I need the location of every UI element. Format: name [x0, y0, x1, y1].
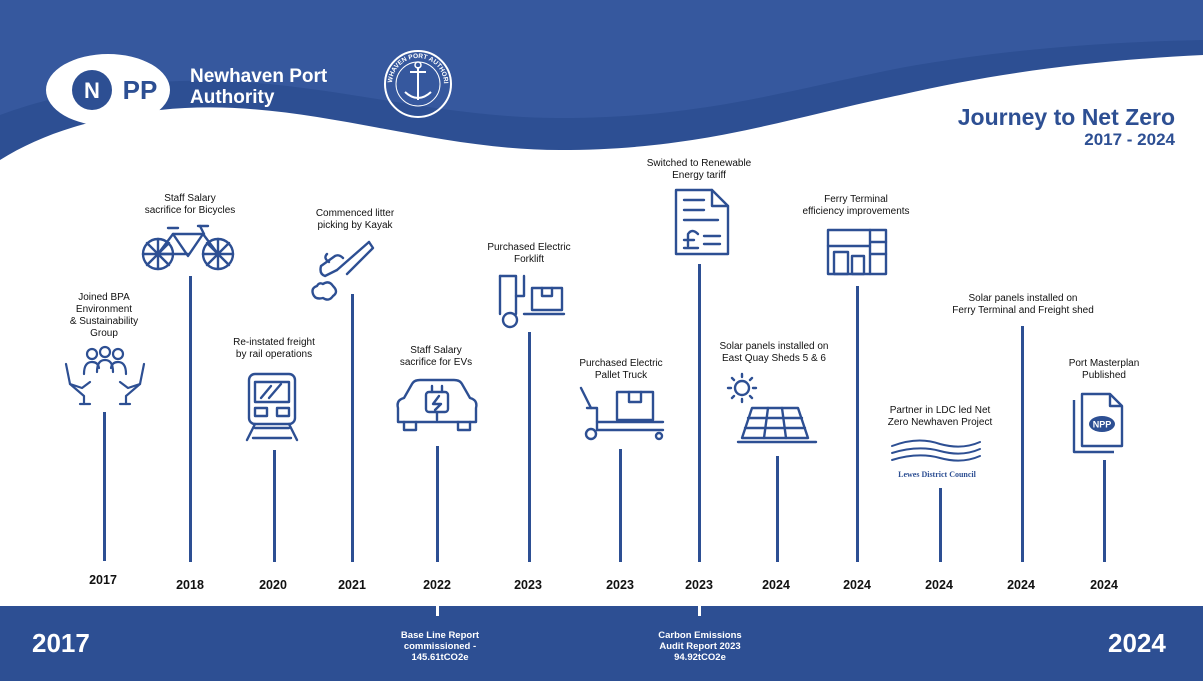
pallet-truck-icon — [579, 386, 665, 441]
milestone-stem — [619, 449, 622, 562]
page-subtitle: 2017 - 2024 — [1084, 130, 1175, 149]
brand-name: Newhaven Port Authority — [190, 66, 327, 108]
header-wave-background: N PP NEWHAVEN PORT AUTHORITY — [0, 0, 1203, 160]
milestone-year: 2024 — [762, 578, 790, 592]
start-year: 2017 — [32, 628, 90, 658]
svg-text:N: N — [84, 78, 100, 103]
end-year: 2024 — [1108, 628, 1166, 658]
milestone-year: 2024 — [1090, 578, 1118, 592]
milestone-stem — [436, 446, 439, 562]
milestone-year: 2023 — [685, 578, 713, 592]
page-title: Journey to Net Zero — [957, 104, 1175, 130]
brand-line-1: Newhaven Port — [190, 66, 328, 87]
timeline-footer-bar — [0, 606, 1203, 681]
milestone-year: 2020 — [259, 578, 287, 592]
milestone-year: 2017 — [89, 573, 117, 587]
solar-panel-icon — [726, 372, 818, 444]
svg-text:NPP: NPP — [1093, 420, 1112, 430]
bicycle-icon — [141, 224, 235, 271]
baseline-tick — [436, 606, 439, 616]
milestone-year: 2024 — [925, 578, 953, 592]
npp-logo: N PP — [46, 54, 170, 126]
milestone-stem — [528, 332, 531, 562]
milestone-year: 2021 — [338, 578, 366, 592]
milestone-year: 2024 — [1007, 578, 1035, 592]
milestone-year: 2024 — [843, 578, 871, 592]
lewes-council-logo — [891, 439, 981, 462]
milestone-stem — [103, 412, 106, 561]
milestone-year: 2022 — [423, 578, 451, 592]
train-icon — [245, 372, 299, 442]
milestone-year: 2023 — [606, 578, 634, 592]
audit-tick — [698, 606, 701, 616]
milestone-stem — [856, 286, 859, 562]
forklift-icon — [498, 274, 566, 329]
litter-picker-icon — [311, 240, 375, 301]
milestone-year: 2018 — [176, 578, 204, 592]
brand-line-2: Authority — [190, 87, 275, 108]
hands-group-icon — [64, 345, 146, 406]
milestone-stem — [189, 276, 192, 562]
milestone-stem — [939, 488, 942, 562]
building-icon — [826, 228, 888, 276]
milestone-stem — [273, 450, 276, 562]
electric-car-icon — [396, 378, 478, 432]
lewes-council-name: Lewes District Council — [898, 470, 976, 479]
svg-text:PP: PP — [123, 75, 158, 105]
milestone-stem — [351, 294, 354, 562]
milestone-stem — [1103, 460, 1106, 562]
milestone-stem — [1021, 326, 1024, 562]
document-logo-icon: NPP — [1072, 392, 1124, 454]
energy-bill-icon — [674, 188, 730, 256]
milestone-year: 2023 — [514, 578, 542, 592]
milestone-stem — [698, 264, 701, 562]
milestone-stem — [776, 456, 779, 562]
